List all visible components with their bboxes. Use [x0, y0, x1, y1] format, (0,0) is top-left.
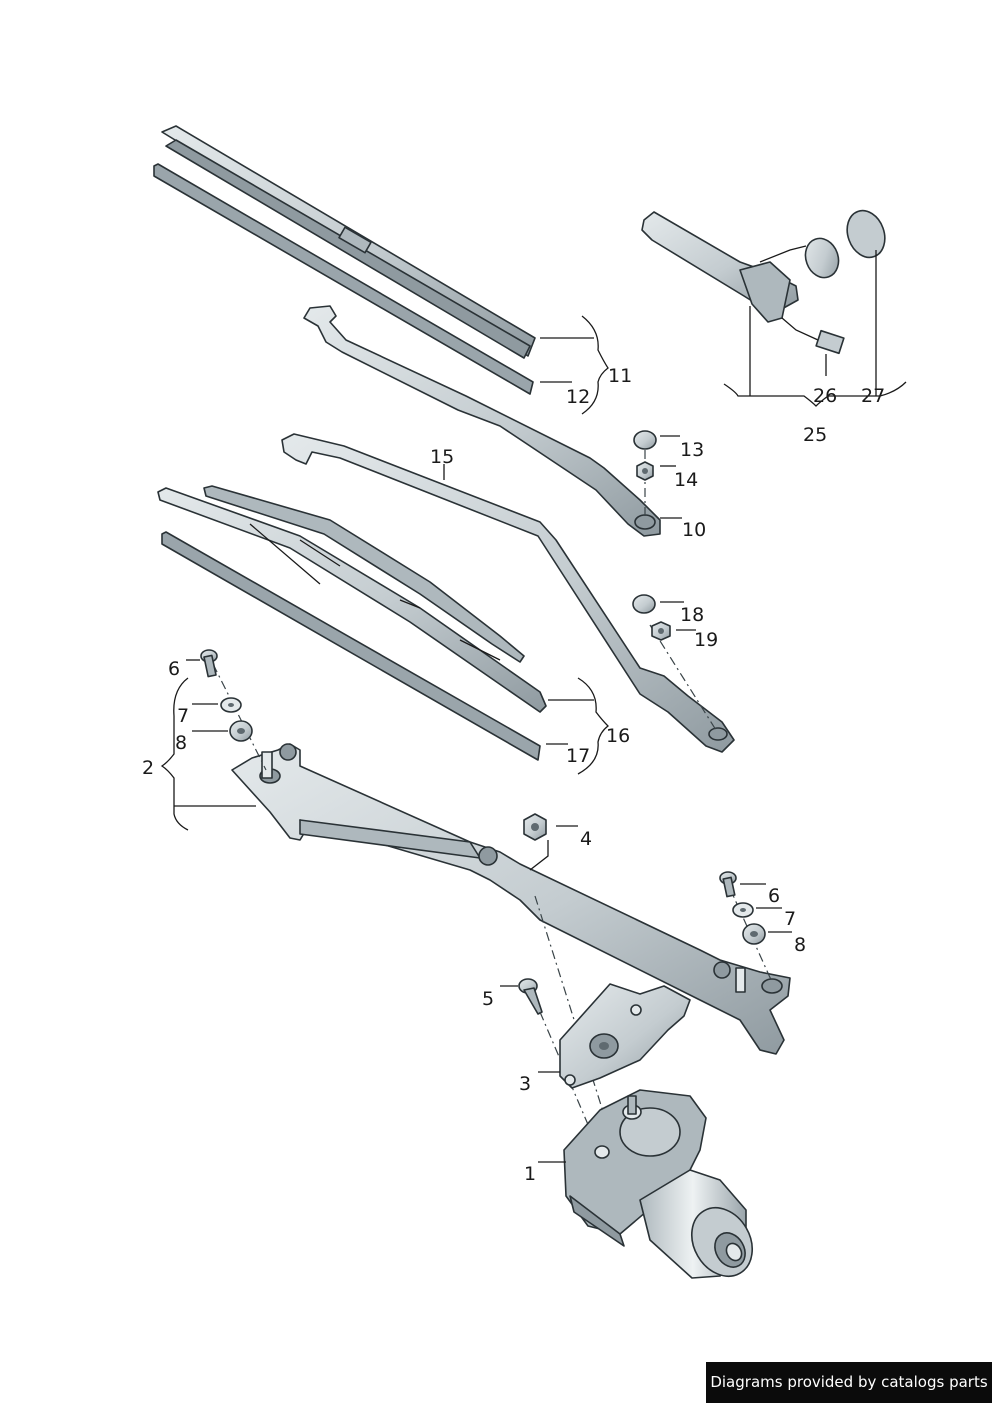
cap-13	[633, 430, 657, 450]
bolt-6-right	[719, 871, 737, 898]
screw-5	[518, 978, 543, 1015]
callout-6-right: 6	[768, 885, 780, 907]
callout-13: 13	[680, 439, 704, 461]
nut-4	[523, 813, 547, 841]
callout-15: 15	[430, 446, 454, 468]
rear-wiper-cap-27	[846, 209, 886, 259]
callout-11: 11	[608, 365, 632, 387]
callout-6-left: 6	[168, 658, 180, 680]
rear-wiper-assembly	[641, 211, 845, 355]
callout-8-right: 8	[794, 934, 806, 956]
upper-wiper-arm	[303, 305, 661, 537]
callout-labels: 11 12 13 14 10 15 18 19 16 17 6 7 8 2 4 …	[142, 365, 885, 1185]
nut-19	[651, 621, 671, 641]
lower-wiper-rubber	[161, 531, 541, 761]
callout-7-right: 7	[784, 908, 796, 930]
callout-26: 26	[813, 385, 837, 407]
callout-14: 14	[674, 469, 698, 491]
cap-18	[632, 594, 656, 614]
bolt-6-left	[200, 649, 218, 678]
axis-line-left-pivot	[212, 663, 267, 771]
callout-12: 12	[566, 386, 590, 408]
lower-wiper-arm	[281, 433, 735, 753]
callout-16: 16	[606, 725, 630, 747]
lower-wiper-blade	[157, 485, 547, 713]
callout-17: 17	[566, 745, 590, 767]
wiper-motor-1	[563, 1089, 753, 1279]
credit-banner: Diagrams provided by catalogs parts	[706, 1362, 992, 1403]
callout-27: 27	[861, 385, 885, 407]
bush-8-left	[229, 720, 253, 742]
callout-4: 4	[580, 828, 592, 850]
washer-7-right	[732, 902, 754, 918]
bush-8-right	[742, 923, 766, 945]
callout-19: 19	[694, 629, 718, 651]
callout-1: 1	[524, 1163, 536, 1185]
callout-3: 3	[519, 1073, 531, 1095]
mounting-plate-3	[559, 983, 691, 1089]
upper-wiper-blade	[161, 125, 536, 359]
callout-8-left: 8	[175, 732, 187, 754]
nut-14	[636, 461, 654, 481]
axis-line-motor	[534, 895, 613, 1141]
upper-wiper-rubber	[153, 163, 534, 395]
washer-7-left	[220, 697, 242, 713]
callout-7-left: 7	[177, 705, 189, 727]
callout-25: 25	[803, 424, 827, 446]
axis-line-right-pivot	[727, 883, 773, 983]
callout-5: 5	[482, 988, 494, 1010]
axis-line-arm2	[649, 624, 717, 731]
axis-line-screw	[539, 1011, 599, 1149]
leader-lines	[160, 250, 907, 1163]
wiper-linkage	[231, 743, 791, 1055]
callout-10: 10	[682, 519, 706, 541]
callout-18: 18	[680, 604, 704, 626]
callout-2: 2	[142, 757, 154, 779]
